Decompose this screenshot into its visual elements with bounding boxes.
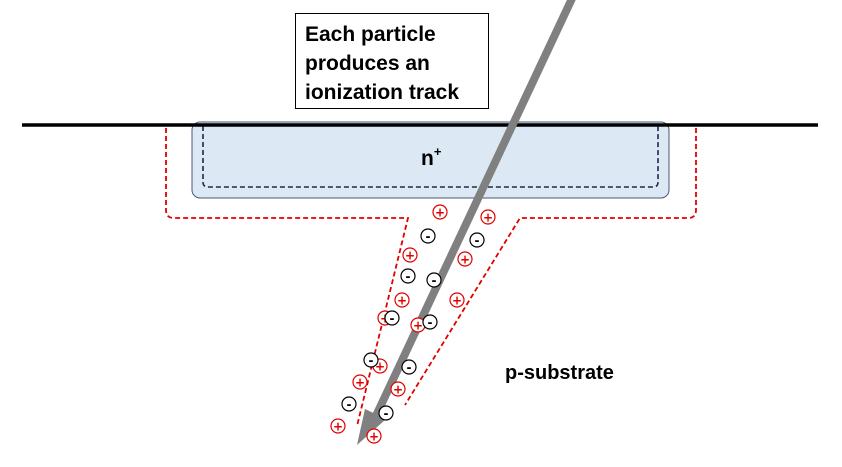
- charge-symbol: -: [426, 230, 431, 244]
- positive-charge: +: [480, 209, 496, 225]
- charge-symbol: +: [405, 249, 415, 263]
- n-plus-inner-boundary: [202, 126, 659, 188]
- charge-symbol: +: [355, 376, 365, 390]
- charge-symbol: -: [369, 354, 374, 368]
- annotation-callout: Each particle produces an ionization tra…: [295, 13, 489, 109]
- charge-symbol: -: [428, 316, 433, 330]
- negative-charge: -: [422, 314, 438, 330]
- charge-circle: [402, 247, 418, 263]
- positive-charge: +: [449, 292, 465, 308]
- n-plus-label-sup: +: [433, 144, 442, 159]
- positive-charge: +: [366, 428, 382, 444]
- charge-circle: [394, 292, 410, 308]
- positive-charge: +: [390, 381, 406, 397]
- negative-charge: -: [426, 272, 442, 288]
- negative-charge: -: [469, 232, 485, 248]
- particle-track-arrowhead: [357, 409, 386, 445]
- charge-circle: [341, 396, 357, 412]
- charge-symbol: -: [347, 398, 352, 412]
- charge-symbol: +: [460, 253, 470, 267]
- charge-circle: [363, 352, 379, 368]
- charge-circle: [420, 228, 436, 244]
- charge-circle: [400, 268, 416, 284]
- charge-circle: [366, 428, 382, 444]
- charge-circle: [432, 204, 448, 220]
- charge-symbol: +: [397, 294, 407, 308]
- callout-line-3: ionization track: [305, 81, 460, 104]
- charge-circle: [384, 310, 400, 326]
- negative-charge: -: [384, 310, 400, 326]
- charge-symbol: -: [432, 274, 437, 288]
- charge-symbol: +: [413, 319, 423, 333]
- charge-symbol: -: [407, 361, 412, 375]
- charge-symbol: +: [483, 211, 493, 225]
- positive-charge: +: [432, 204, 448, 220]
- depletion-boundary: [165, 128, 697, 427]
- n-plus-label-base: n: [421, 147, 434, 170]
- negative-charge: -: [378, 405, 394, 421]
- charge-circle: [426, 272, 442, 288]
- charge-circle: [480, 209, 496, 225]
- charge-circle: [352, 374, 368, 390]
- charge-symbol: +: [333, 420, 343, 434]
- charge-symbol: -: [475, 234, 480, 248]
- positive-charge: +: [394, 292, 410, 308]
- positive-charge: +: [330, 418, 346, 434]
- charge-symbol: -: [390, 312, 395, 326]
- positive-charge: +: [402, 247, 418, 263]
- charge-circle: [449, 292, 465, 308]
- p-substrate-label: p-substrate: [505, 362, 614, 384]
- negative-charge: -: [401, 359, 417, 375]
- charge-circle: [378, 405, 394, 421]
- charge-symbol: +: [435, 206, 445, 220]
- n-plus-region: [191, 121, 670, 199]
- negative-charge: -: [341, 396, 357, 412]
- charge-symbol: +: [375, 360, 385, 374]
- charge-circle: [401, 359, 417, 375]
- charge-symbol: +: [369, 430, 379, 444]
- negative-charge: -: [400, 268, 416, 284]
- callout-line-1: Each particle: [305, 23, 436, 46]
- charge-carriers: +++++++++++++----------: [330, 204, 496, 444]
- charge-circle: [422, 314, 438, 330]
- charge-circle: [457, 251, 473, 267]
- negative-charge: -: [363, 352, 379, 368]
- n-plus-label: n+: [421, 144, 441, 171]
- charge-symbol: -: [384, 407, 389, 421]
- positive-charge: +: [457, 251, 473, 267]
- charge-circle: [390, 381, 406, 397]
- charge-circle: [469, 232, 485, 248]
- charge-symbol: +: [452, 294, 462, 308]
- charge-circle: [330, 418, 346, 434]
- particle-track: [370, 0, 576, 422]
- charge-symbol: -: [406, 270, 411, 284]
- callout-line-2: produces an: [305, 52, 430, 75]
- charge-symbol: +: [393, 383, 403, 397]
- positive-charge: +: [352, 374, 368, 390]
- negative-charge: -: [420, 228, 436, 244]
